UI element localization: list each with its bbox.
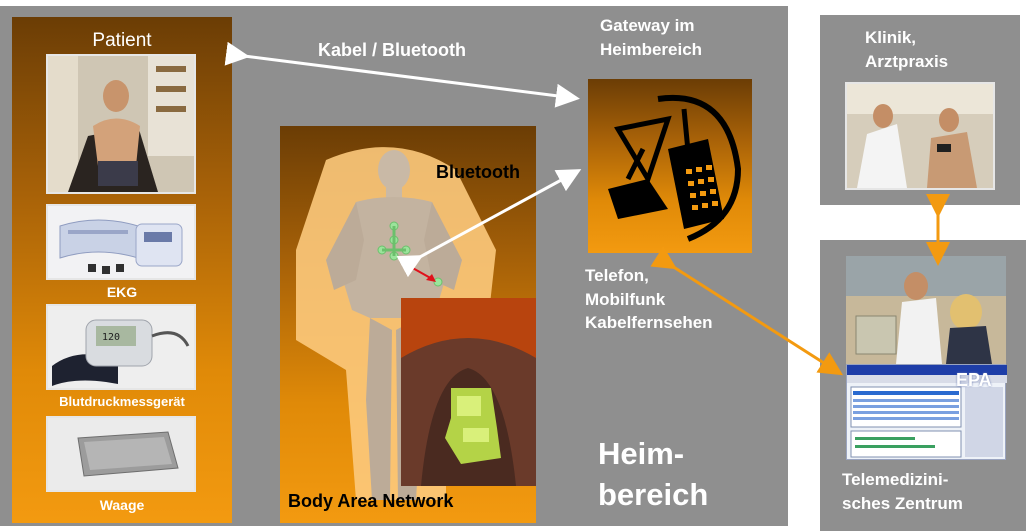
gateway-telemedicine-arrow: [672, 266, 838, 372]
cable-bluetooth-arrow: [244, 56, 574, 98]
bluetooth-arrow: [418, 172, 576, 258]
